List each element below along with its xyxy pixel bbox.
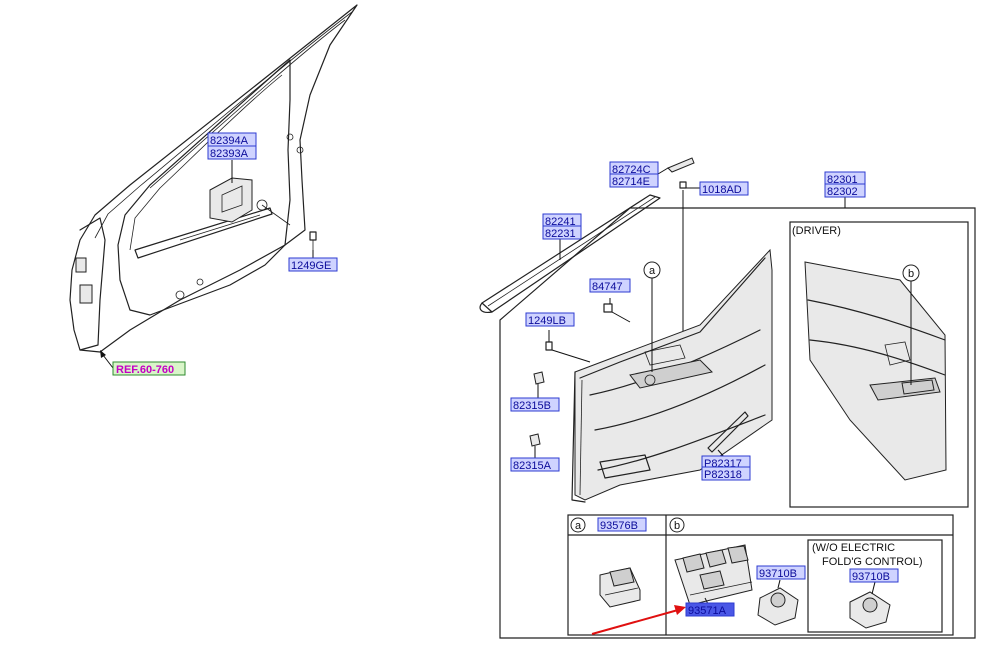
svg-text:P82318: P82318 [704,469,742,481]
callout-a-table: a [575,520,582,532]
svg-text:82231: 82231 [545,228,576,240]
svg-text:82315A: 82315A [513,460,552,472]
callout-b-table: b [674,520,680,532]
label-93710B-no-fold[interactable]: 93710B [849,568,899,583]
trim-assembly-frame [499,207,976,639]
label-84747[interactable]: 84747 [589,278,631,293]
svg-text:82315B: 82315B [513,400,551,412]
svg-text:93576B: 93576B [600,520,638,532]
single-window-switch [599,567,641,608]
svg-text:1249LB: 1249LB [528,315,566,327]
svg-text:1018AD: 1018AD [702,184,742,196]
svg-text:82714E: 82714E [612,176,650,188]
svg-text:82393A: 82393A [210,148,249,160]
svg-text:REF.60-760: REF.60-760 [116,364,174,376]
wo-electric-fold-frame [807,539,943,633]
label-93710B-main[interactable]: 93710B [756,565,806,580]
label-P82318[interactable]: P82318 [701,466,751,481]
mirror-switch [757,587,799,626]
label-82393A[interactable]: 82393A [207,145,257,160]
callout-b-driver: b [908,268,914,280]
label-82301[interactable]: 82301 [824,171,866,186]
door-trim-panel [571,248,773,503]
label-1249GE[interactable]: 1249GE [288,257,338,272]
detail-table [567,514,954,636]
svg-text:82724C: 82724C [612,164,651,176]
belt-weatherstrip [479,194,661,313]
svg-text:93710B: 93710B [759,568,797,580]
label-93576B[interactable]: 93576B [597,517,647,532]
svg-text:82394A: 82394A [210,135,249,147]
driver-inset-frame [789,221,969,508]
highlight-arrow [591,609,679,635]
master-window-switch [674,544,753,606]
label-1249LB[interactable]: 1249LB [525,312,575,327]
svg-text:93571A: 93571A [688,605,727,617]
label-82302[interactable]: 82302 [824,183,866,198]
label-1018AD[interactable]: 1018AD [699,181,749,196]
wo-electric-line2: FOLD'G CONTROL) [822,556,923,568]
svg-text:93710B: 93710B [852,571,890,583]
ref-60-760-link[interactable]: REF.60-760 [112,361,186,376]
svg-text:82241: 82241 [545,216,576,228]
svg-text:82302: 82302 [827,186,858,198]
svg-text:84747: 84747 [592,281,623,293]
driver-trim-detail [804,261,947,481]
svg-text:82301: 82301 [827,174,858,186]
label-82714E[interactable]: 82714E [609,173,659,188]
mirror-switch-no-fold [849,591,891,629]
label-82241[interactable]: 82241 [542,213,582,228]
label-82315A[interactable]: 82315A [510,457,560,472]
door-frame-illustration [69,4,358,353]
label-82315B[interactable]: 82315B [510,397,560,412]
driver-label: (DRIVER) [792,225,841,237]
callout-a: a [649,265,656,277]
wo-electric-line1: (W/O ELECTRIC [812,542,895,554]
label-82231[interactable]: 82231 [542,225,582,240]
label-82394A[interactable]: 82394A [207,132,257,147]
label-93571A-highlighted[interactable]: 93571A [685,602,735,617]
svg-text:1249GE: 1249GE [291,260,331,272]
